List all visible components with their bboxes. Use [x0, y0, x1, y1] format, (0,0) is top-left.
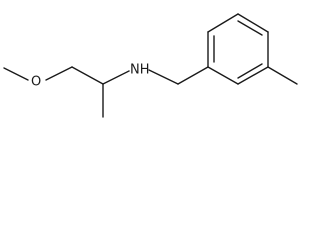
bond-benzyl-ring — [177, 66, 209, 85]
ring-double-bond-top-right — [237, 20, 263, 36]
bond-nitrogen-benzyl-ch2 — [148, 69, 179, 85]
bond-ring-methyl — [267, 66, 298, 85]
ring-bond-3 — [237, 13, 269, 33]
oxygen-atom-label: O — [31, 75, 41, 90]
bond-oxygen-ch2 — [45, 66, 73, 81]
chemical-structure: O NH — [3, 13, 298, 118]
ring-double-bond-bottom-right — [237, 63, 263, 79]
bonds — [3, 13, 298, 118]
bond-methyl-oxygen — [3, 67, 29, 81]
ring-bond-5 — [237, 66, 269, 85]
atom-labels: O NH — [31, 63, 150, 90]
bond-ch2-ch — [71, 66, 104, 85]
ring-bond-6 — [207, 66, 239, 85]
ring-bond-2 — [207, 13, 239, 33]
nitrogen-atom-label: NH — [130, 63, 150, 78]
bond-ch-nitrogen — [102, 70, 130, 85]
